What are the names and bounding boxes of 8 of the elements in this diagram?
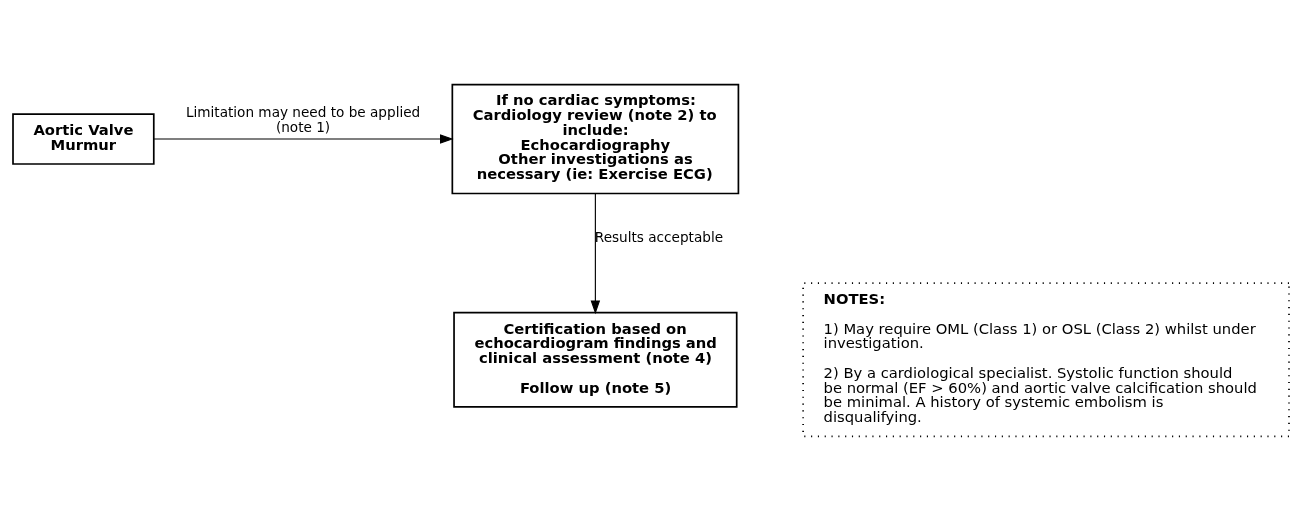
node-box: If no cardiac symptoms: Cardiology review (note 2) to include: Echocardiography Other investigations as necessary (ie: Exercise ECG) (451, 83, 740, 194)
arrow (590, 192, 601, 314)
node-box: NOTES: 1) May require OML (Class 1) or OSL (Class 2) whilst under investigation. 2) By a cardiological specialist. Systolic function should be normal (EF > 60%) and aortic valve calcification should be minimal. A history of systemic embolism is disqualifying. (802, 281, 1290, 437)
node-box: Certification based on echocardiogram findings and clinical assessment (note 4) Follow up (note 5) (453, 311, 738, 408)
edge-label: Results acceptable (594, 228, 724, 245)
node-box: Aortic Valve Murmur (12, 112, 155, 165)
arrow (153, 133, 454, 144)
edge-label: Limitation may need to be applied (note 1) (185, 103, 421, 135)
